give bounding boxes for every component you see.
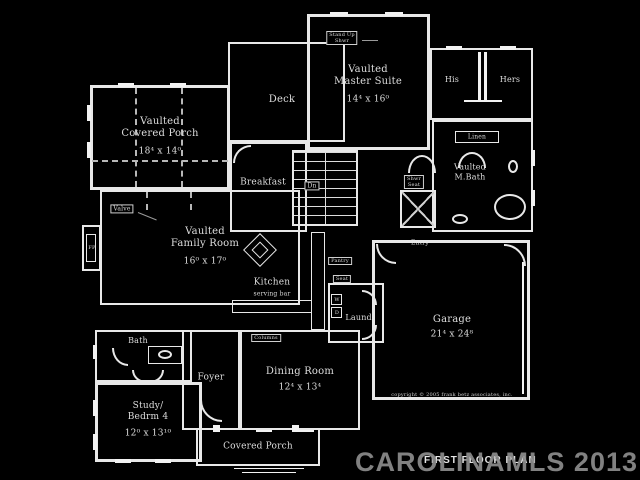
door-arc bbox=[458, 152, 472, 168]
garage-label: Garage bbox=[432, 314, 472, 325]
deck-label: Deck bbox=[268, 94, 296, 105]
window bbox=[531, 190, 535, 206]
study-label: Study/ Bedrm 4 bbox=[127, 401, 169, 422]
dryer-label: D bbox=[334, 310, 340, 316]
garage-door-track bbox=[522, 262, 524, 394]
deck-room bbox=[228, 42, 345, 142]
linen-closet bbox=[455, 131, 499, 143]
window bbox=[330, 12, 348, 16]
bath-label: Bath bbox=[128, 336, 148, 346]
dryer bbox=[331, 307, 342, 318]
dining-room-dims: 12⁴ x 13⁴ bbox=[278, 382, 322, 393]
sink bbox=[158, 350, 172, 359]
study-dims: 12⁰ x 13¹⁰ bbox=[124, 428, 172, 439]
garage-room bbox=[372, 240, 530, 400]
his-hers-closet-room bbox=[430, 48, 533, 120]
covered-porch-bottom-room bbox=[196, 428, 320, 466]
porch-beam-line bbox=[92, 160, 228, 162]
porch-post bbox=[213, 425, 220, 432]
column-line bbox=[190, 192, 192, 210]
window bbox=[87, 105, 91, 121]
window bbox=[118, 83, 134, 87]
fireplace bbox=[82, 225, 101, 271]
fireplace-firebox bbox=[86, 234, 96, 262]
fireplace-label: FP bbox=[88, 245, 96, 251]
window bbox=[155, 459, 171, 463]
window bbox=[385, 12, 403, 16]
sink bbox=[508, 160, 518, 173]
laundry-label: Laund. bbox=[345, 313, 375, 323]
pantry-cabinets bbox=[311, 232, 325, 330]
kitchen-counter bbox=[232, 300, 312, 313]
seat-label: Seat bbox=[332, 275, 352, 283]
shower bbox=[400, 190, 436, 228]
covered-porch-bottom-label: Covered Porch bbox=[223, 441, 293, 452]
kitchen-name: Kitchen bbox=[253, 277, 291, 288]
family-room-label: Vaulted Family Room bbox=[170, 226, 240, 249]
window bbox=[256, 428, 272, 432]
dining-room bbox=[240, 330, 360, 430]
window bbox=[170, 83, 186, 87]
window bbox=[93, 434, 97, 450]
covered-porch-top-dims: 18⁴ x 14⁰ bbox=[138, 146, 182, 157]
laundry-room bbox=[328, 283, 384, 343]
garage-dims: 21⁴ x 24⁸ bbox=[430, 329, 474, 340]
toilet bbox=[452, 214, 468, 224]
window bbox=[500, 46, 516, 50]
his-closet-label: His bbox=[444, 75, 460, 85]
foyer-label: Foyer bbox=[197, 372, 225, 383]
covered-porch-top-label: Vaulted Covered Porch bbox=[121, 116, 199, 139]
window bbox=[93, 345, 97, 359]
stairs-direction-label: Dn bbox=[304, 181, 320, 191]
family-room-dims: 16⁰ x 17⁰ bbox=[183, 256, 227, 267]
leader-line bbox=[362, 40, 378, 41]
shower-seat-label: Shwr Seat bbox=[403, 175, 425, 189]
valve-label: Valve bbox=[110, 204, 134, 214]
porch-post bbox=[292, 425, 299, 432]
closet-shelf-line bbox=[464, 100, 502, 102]
window bbox=[298, 428, 314, 432]
window bbox=[87, 142, 91, 158]
kitchen-note: serving bar bbox=[253, 290, 291, 298]
stair-divider bbox=[325, 152, 326, 224]
master-bath-room bbox=[432, 120, 533, 232]
porch-step bbox=[234, 468, 304, 469]
linen-label: Linen bbox=[467, 133, 487, 141]
washer-label: W bbox=[334, 297, 340, 303]
hers-closet-label: Hers bbox=[499, 75, 521, 85]
first-floor-plan-label: FIRST FLOOR PLAN bbox=[424, 455, 537, 466]
tub bbox=[494, 194, 526, 220]
columns-label: Columns bbox=[251, 334, 281, 342]
master-suite-label: Vaulted Master Suite bbox=[333, 64, 403, 87]
pantry-label: Pantry bbox=[328, 257, 352, 265]
family-room bbox=[100, 190, 300, 305]
copyright-line: copyright © 2005 frank betz associates, … bbox=[391, 392, 513, 398]
window bbox=[93, 400, 97, 416]
closet-shelf-line bbox=[484, 52, 487, 100]
vanity bbox=[148, 346, 182, 364]
master-suite-room bbox=[307, 14, 430, 150]
window bbox=[531, 150, 535, 166]
door-arc bbox=[408, 155, 422, 173]
column-line bbox=[146, 192, 148, 210]
washer bbox=[331, 294, 342, 305]
porch-beam-line bbox=[135, 88, 137, 187]
porch-step bbox=[242, 472, 296, 473]
master-suite-dims: 14⁴ x 16⁰ bbox=[346, 94, 390, 105]
window bbox=[115, 459, 131, 463]
porch-beam-line bbox=[181, 88, 183, 187]
study-room bbox=[95, 382, 202, 462]
breakfast-label: Breakfast bbox=[240, 177, 286, 188]
stand-up-shwr-label: Stand Up Shwr bbox=[326, 31, 358, 45]
window bbox=[446, 46, 462, 50]
dining-room-label: Dining Room bbox=[265, 366, 335, 377]
closet-shelf-line bbox=[478, 52, 481, 100]
door-arc bbox=[233, 145, 251, 163]
mls-watermark: CAROLINAMLS 2013 bbox=[354, 447, 638, 477]
